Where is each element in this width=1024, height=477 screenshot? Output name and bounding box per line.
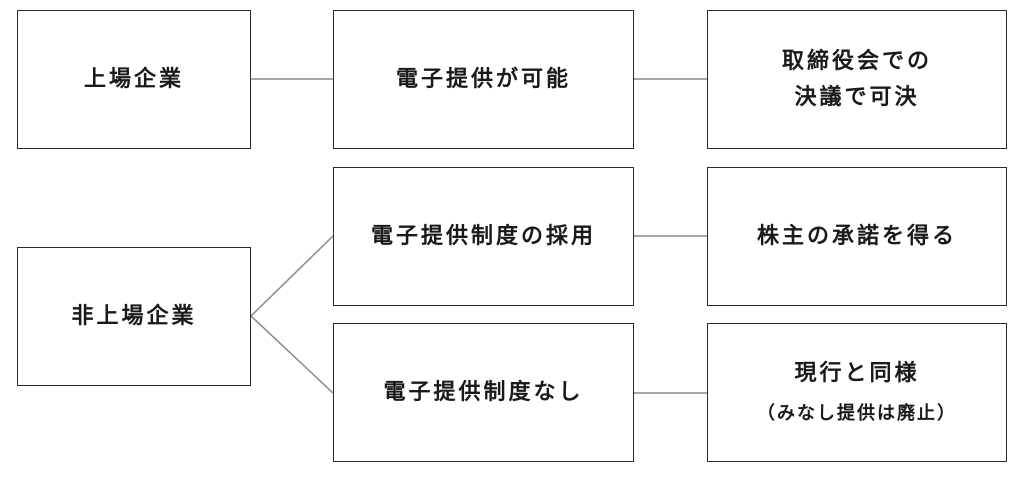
no-electronic-provision-box: 電子提供制度なし — [333, 323, 634, 462]
board-resolution-box: 取締役会での 決議で可決 — [707, 10, 1007, 149]
shareholder-consent-box: 株主の承諾を得る — [707, 167, 1007, 306]
no-electronic-provision-label: 電子提供制度なし — [383, 379, 584, 405]
deemed-provision-abolished-note: （みなし提供は廃止） — [757, 402, 957, 424]
connector-unlisted-to-adopt — [250, 235, 334, 317]
same-as-current-label: 現行と同様 — [794, 360, 920, 386]
unlisted-company-box: 非上場企業 — [17, 247, 251, 386]
board-resolution-line-2: 決議で可決 — [794, 84, 920, 110]
listed-company-label: 上場企業 — [83, 66, 184, 92]
adopt-electronic-provision-label: 電子提供制度の採用 — [370, 223, 596, 249]
unlisted-company-label: 非上場企業 — [71, 303, 197, 329]
connector-unlisted-to-none — [250, 315, 334, 394]
listed-company-box: 上場企業 — [17, 10, 251, 149]
listed-electronic-provision-label: 電子提供が可能 — [395, 66, 571, 92]
board-resolution-line-1: 取締役会での — [781, 48, 932, 74]
adopt-electronic-provision-box: 電子提供制度の採用 — [333, 167, 634, 306]
same-as-current-box: 現行と同様 （みなし提供は廃止） — [707, 323, 1007, 462]
shareholder-consent-label: 株主の承諾を得る — [756, 223, 957, 249]
listed-electronic-provision-box: 電子提供が可能 — [333, 10, 634, 149]
